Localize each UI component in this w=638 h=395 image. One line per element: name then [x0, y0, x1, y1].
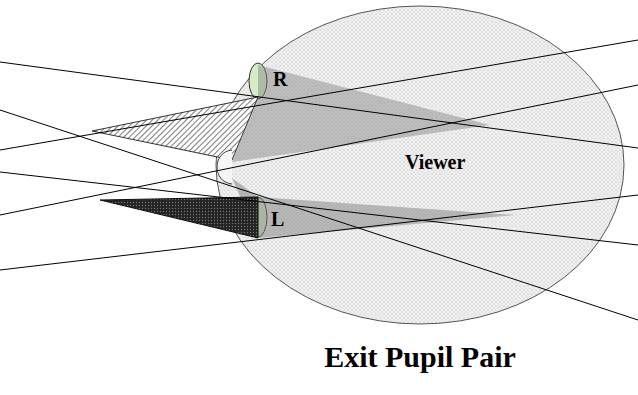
ellipse-outline: [248, 62, 268, 100]
pupil-label: L: [271, 208, 284, 230]
viewer-head: Viewer R L: [215, 5, 625, 325]
right-pupil: R: [248, 62, 268, 100]
diagram-title: Exit Pupil Pair: [230, 340, 610, 373]
viewer-label: Viewer: [405, 151, 465, 173]
ellipse-outline: [248, 196, 268, 238]
left-pupil: L: [248, 196, 268, 238]
pupil-label: R: [273, 68, 287, 90]
